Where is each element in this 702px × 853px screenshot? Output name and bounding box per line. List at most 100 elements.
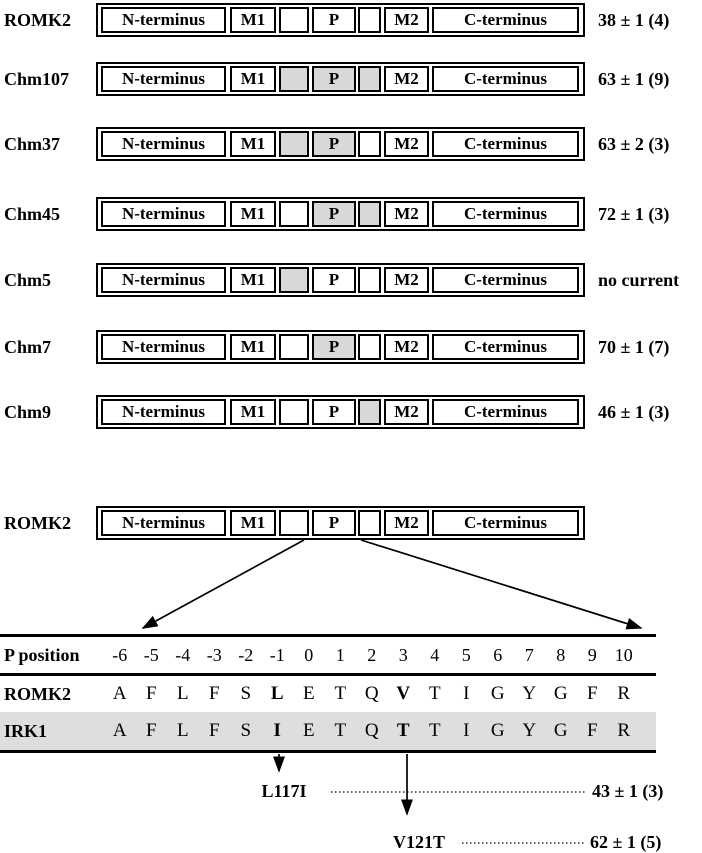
segment-m2: M2 [384,201,429,227]
segment-linker-p-m2 [358,66,381,92]
construct-label: Chm7 [4,337,52,357]
segment-n-terminus: N-terminus [101,399,226,425]
p-position-cell: 5 [461,644,471,665]
segment-m1: M1 [230,510,276,536]
construct-bar: N-terminus M1 P M2 C-terminus [96,127,585,161]
construct-bar: N-terminus M1 P M2 C-terminus [96,395,585,429]
p-position-cell: -1 [269,644,285,665]
segment-c-terminus: C-terminus [432,267,579,293]
irk1-row-label: IRK1 [4,720,48,741]
construct-bar: N-terminus M1 P M2 C-terminus [96,62,585,96]
p-position-cell: -5 [143,644,159,665]
p-position-cell: 1 [335,644,345,665]
segment-m1: M1 [230,334,276,360]
construct-value: 46 ± 1 (3) [598,402,670,422]
p-position-cell: 4 [430,644,440,665]
construct-row-chm107: Chm107 N-terminus M1 P M2 C-terminus 63 … [0,62,702,96]
construct-value: 72 ± 1 (3) [598,204,670,224]
residue: G [490,683,505,704]
construct-label: ROMK2 [4,10,71,30]
construct-row-romk2-expanded: ROMK2 N-terminus M1 P M2 C-terminus [0,506,702,540]
residue: Y [522,720,537,741]
segment-m1: M1 [230,201,276,227]
construct-value: 63 ± 2 (3) [598,134,670,154]
residue: A [112,683,127,704]
residue: E [302,683,315,704]
construct-row-romk2: ROMK2 N-terminus M1 P M2 C-terminus 38 ±… [0,3,702,37]
segment-linker-m1-p [279,399,309,425]
sequence-alignment-table: P position -6 -5 -4 -3 -2 -1 0 1 2 3 4 5… [0,634,656,753]
table-rule-middle [0,673,656,676]
segment-m2: M2 [384,66,429,92]
residue: I [463,683,470,704]
segment-linker-p-m2 [358,510,381,536]
p-position-row: P position -6 -5 -4 -3 -2 -1 0 1 2 3 4 5… [0,637,656,673]
residue: R [617,683,631,704]
residue: F [586,720,598,741]
residue: R [617,720,631,741]
expansion-arrow-right-icon [360,539,643,630]
segment-n-terminus: N-terminus [101,201,226,227]
segment-linker-m1-p [279,7,309,33]
p-position-cell: 3 [398,644,408,665]
segment-linker-m1-p [279,201,309,227]
construct-bar: N-terminus M1 P M2 C-terminus [96,506,585,540]
residue: I [463,720,470,741]
segment-m2: M2 [384,510,429,536]
residue: F [145,683,157,704]
segment-c-terminus: C-terminus [432,131,579,157]
residue: G [553,683,568,704]
residue: F [208,683,220,704]
residue: Q [364,683,379,704]
p-position-label: P position [4,644,80,665]
p-position-cell: 2 [367,644,377,665]
construct-label: Chm45 [4,204,61,224]
segment-linker-m1-p [279,66,309,92]
residue-mutated: L [270,683,284,704]
residue: G [490,720,505,741]
segment-n-terminus: N-terminus [101,267,226,293]
residue: F [145,720,157,741]
construct-label: ROMK2 [4,513,71,533]
segment-m2: M2 [384,7,429,33]
segment-c-terminus: C-terminus [432,66,579,92]
segment-linker-m1-p [279,510,309,536]
table-rule-bottom [0,750,656,753]
residue: S [240,720,252,741]
residue: T [428,720,441,741]
segment-c-terminus: C-terminus [432,334,579,360]
p-position-cell: 9 [587,644,597,665]
segment-m2: M2 [384,131,429,157]
segment-m2: M2 [384,399,429,425]
construct-label: Chm37 [4,134,61,154]
segment-linker-p-m2 [358,7,381,33]
residue: L [176,720,189,741]
construct-row-chm37: Chm37 N-terminus M1 P M2 C-terminus 63 ±… [0,127,702,161]
construct-bar: N-terminus M1 P M2 C-terminus [96,3,585,37]
residue: G [553,720,568,741]
segment-c-terminus: C-terminus [432,7,579,33]
residue: Q [364,720,379,741]
residue: L [176,683,189,704]
segment-linker-m1-p [279,334,309,360]
mutation-l117i-value: 43 ± 1 (3) [592,781,664,801]
segment-n-terminus: N-terminus [101,510,226,536]
construct-bar: N-terminus M1 P M2 C-terminus [96,197,585,231]
segment-m2: M2 [384,267,429,293]
p-position-cell: -2 [238,644,254,665]
p-position-cell: 10 [614,644,633,665]
construct-row-chm45: Chm45 N-terminus M1 P M2 C-terminus 72 ±… [0,197,702,231]
segment-c-terminus: C-terminus [432,201,579,227]
segment-m1: M1 [230,267,276,293]
segment-linker-p-m2 [358,131,381,157]
segment-p: P [312,399,356,425]
p-position-cell: 0 [304,644,314,665]
segment-n-terminus: N-terminus [101,334,226,360]
construct-label: Chm107 [4,69,70,89]
mutation-v121t-label: V121T [392,832,445,852]
segment-n-terminus: N-terminus [101,131,226,157]
irk1-sequence-row: IRK1 A F L F S I E T Q T T I G Y G F R [0,712,656,750]
segment-m1: M1 [230,7,276,33]
residue: A [112,720,127,741]
